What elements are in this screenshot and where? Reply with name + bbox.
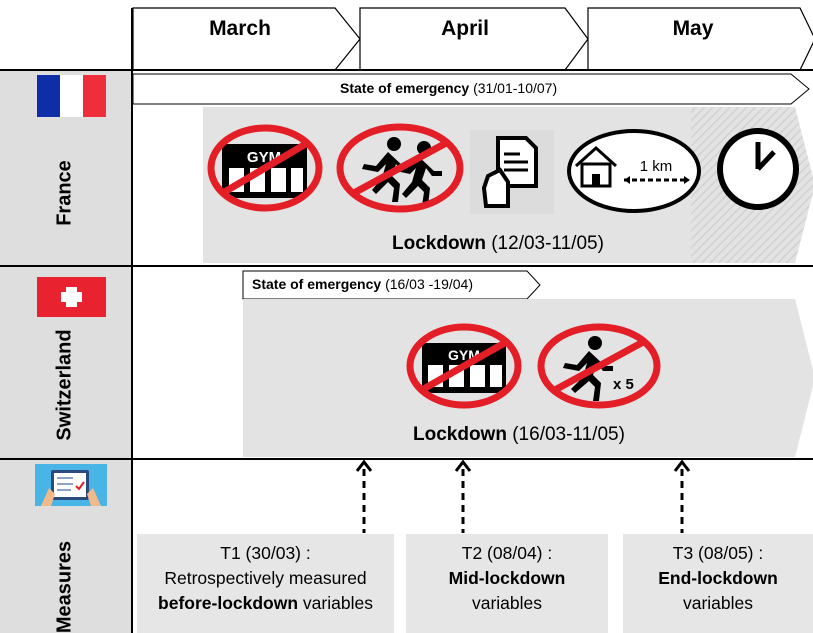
attestation-form-icon [470, 130, 554, 214]
measure-t1: T1 (30/03) : Retrospectively measured be… [137, 534, 394, 633]
running-group-banned-icon [336, 123, 464, 213]
row-divider-switzerland-measures [0, 458, 813, 460]
measure-t3-bold: End-lockdown [658, 568, 778, 588]
measure-t1-line1: Retrospectively measured [164, 568, 367, 588]
gym-banned-icon: GYM [207, 124, 323, 212]
switzerland-lockdown-label: Lockdown (16/03-11/05) [413, 424, 625, 445]
measure-t1-rest: variables [298, 593, 373, 613]
switzerland-lockdown-area [243, 299, 813, 457]
france-emergency-label: State of emergency (31/01-10/07) [340, 80, 558, 96]
measure-arrows [355, 459, 691, 533]
row-label-measures: Measures [53, 540, 76, 633]
month-may: May [672, 17, 714, 40]
group-size-label: x 5 [613, 376, 634, 393]
clock-curfew-icon [717, 128, 799, 210]
row-label-france: France [53, 160, 76, 226]
distance-label: 1 km [640, 158, 673, 175]
france-emergency-banner [133, 73, 810, 105]
measure-t3-rest: variables [682, 593, 754, 613]
home-1km-radius-icon: 1 km [567, 129, 701, 213]
measure-t2-rest: variables [471, 593, 543, 613]
measure-t2-bold: Mid-lockdown [448, 568, 566, 588]
month-march: March [209, 17, 271, 40]
measure-t3: T3 (08/05) : End-lockdown variables [623, 534, 813, 633]
measure-t1-bold: before-lockdown [158, 593, 299, 613]
measure-t3-title: T3 (08/05) : [672, 543, 764, 563]
measure-t1-title: T1 (30/03) : [220, 543, 311, 563]
france-flag [37, 75, 106, 117]
row-divider-france-switzerland [0, 265, 813, 267]
sidebar [0, 70, 131, 633]
group-max-5-banned-icon: x 5 [537, 323, 661, 409]
switzerland-flag [37, 277, 106, 317]
france-lockdown-label: Lockdown (12/03-11/05) [392, 233, 604, 254]
row-label-switzerland: Switzerland [53, 329, 76, 441]
measure-t2: T2 (08/04) : Mid-lockdown variables [406, 534, 608, 633]
row-divider-top [0, 69, 813, 71]
column-divider [131, 8, 133, 633]
switzerland-emergency-banner [242, 270, 541, 300]
measure-t2-title: T2 (08/04) : [461, 543, 553, 563]
tablet-checklist-icon [35, 464, 107, 506]
gym-banned-icon-switzerland: GYM [406, 323, 522, 409]
switzerland-emergency-label: State of emergency (16/03 -19/04) [252, 276, 474, 292]
month-april: April [441, 17, 489, 40]
month-header [132, 7, 813, 71]
